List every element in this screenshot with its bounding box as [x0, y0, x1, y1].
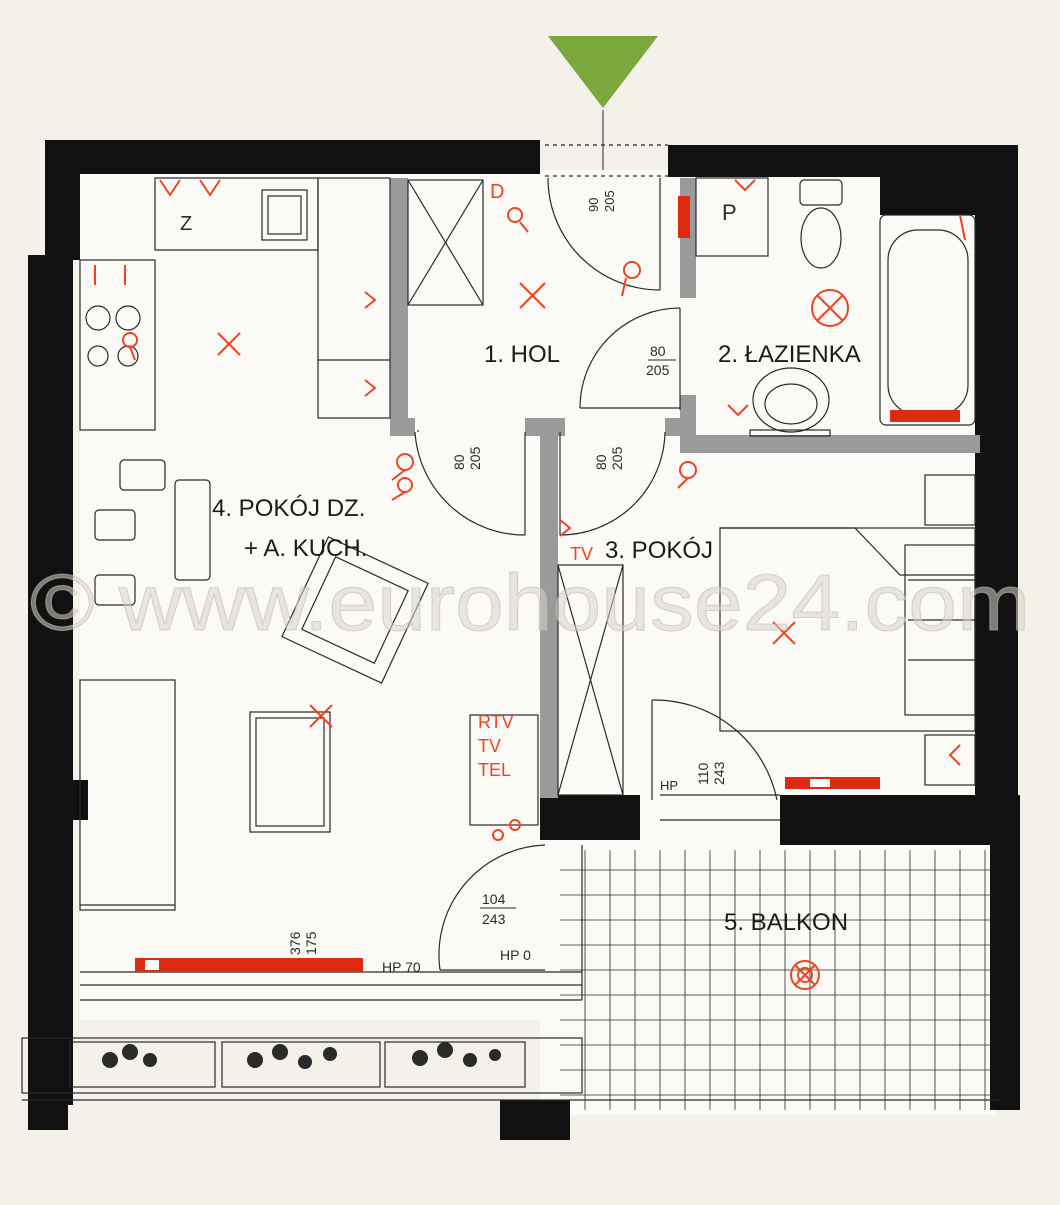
hp-seventy-label: HP 70 — [382, 959, 421, 975]
bedroom-balcony-door-width: 110 — [695, 762, 711, 785]
entrance-arrow-icon — [548, 36, 658, 108]
ceiling-light-icon — [790, 289, 849, 990]
bathroom-door-height: 205 — [646, 362, 670, 378]
bedroom-door-width: 80 — [593, 454, 609, 470]
outer-walls — [28, 140, 1020, 1140]
bedroom-wardrobe — [557, 564, 624, 796]
planter-boxes — [21, 1037, 1000, 1101]
interior-doors — [414, 307, 780, 971]
kitchen-counter — [79, 177, 391, 431]
window-width: 376 — [287, 931, 303, 955]
room-label-pokoj-dz-line1: 4. POKÓJ DZ. — [212, 495, 365, 522]
balcony-floor — [540, 845, 995, 1115]
living-door-width: 80 — [451, 454, 467, 470]
room-label-pokoj-dz-line2: + A. KUCH. — [244, 535, 367, 562]
bathroom-door-width: 80 — [650, 343, 666, 359]
hall-wardrobe — [407, 179, 484, 306]
socket-rtv-label: RTV — [478, 712, 514, 732]
room-label-pokoj: 3. POKÓJ — [605, 537, 713, 564]
entrance-door — [545, 144, 668, 291]
room-label-balkon: 5. BALKON — [724, 909, 848, 936]
socket-d-label: D — [490, 181, 504, 203]
socket-tel-label: TEL — [478, 760, 511, 780]
kitchen-socket-z-label: Z — [180, 213, 192, 235]
socket-tv-label: TV — [478, 736, 501, 756]
watermark: © www.eurohouse24.com — [30, 558, 1030, 647]
living-balcony-door-width: 104 — [482, 891, 506, 907]
bathroom-socket-p-label: P — [722, 200, 737, 225]
plant-icon — [102, 1042, 501, 1069]
room-label-lazienka: 2. ŁAZIENKA — [718, 341, 861, 368]
entrance-door-width: 90 — [586, 198, 601, 212]
room-label-hol: 1. HOL — [484, 341, 560, 368]
window-height: 175 — [303, 931, 319, 955]
bedroom-furniture — [719, 474, 976, 786]
bedroom-door-height: 205 — [609, 446, 625, 470]
light-point-icon — [217, 282, 796, 728]
socket-tv-bedroom-label: TV — [570, 544, 593, 564]
entrance-door-height: 205 — [602, 190, 617, 212]
interior-walls — [390, 178, 980, 798]
bedroom-balcony-door-height: 243 — [711, 761, 727, 785]
socket-icon — [94, 179, 966, 841]
living-door-height: 205 — [467, 446, 483, 470]
living-balcony-door-height: 243 — [482, 911, 506, 927]
radiator-icon — [135, 196, 960, 972]
hp-zero-label: HP 0 — [500, 947, 531, 963]
balcony-tile-grid — [560, 850, 995, 1110]
bedroom-balcony-hp-label: HP — [660, 778, 678, 793]
